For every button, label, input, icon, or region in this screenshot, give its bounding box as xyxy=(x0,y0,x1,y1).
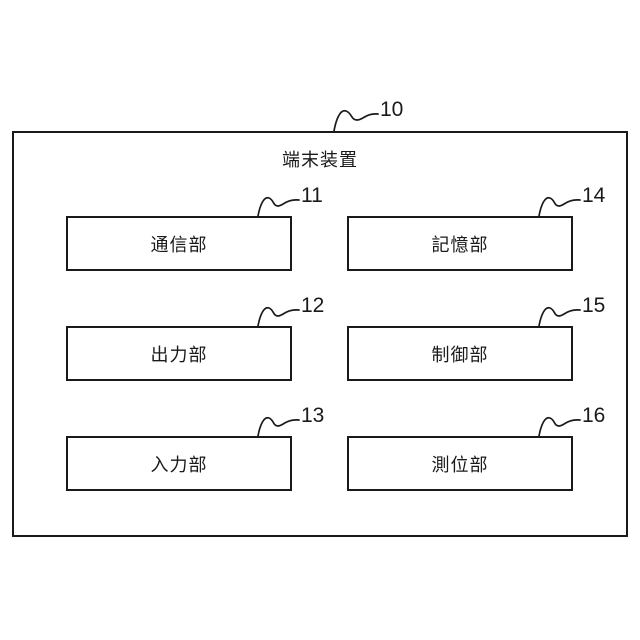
leader-squiggle-16 xyxy=(538,416,581,437)
block-label: 測位部 xyxy=(431,454,489,475)
leader-squiggle-15 xyxy=(538,306,581,327)
block-communication-unit: 通信部 xyxy=(66,216,292,271)
block-label: 記憶部 xyxy=(431,234,489,255)
block-control-unit: 制御部 xyxy=(347,326,573,381)
leader-squiggle-10 xyxy=(333,109,379,132)
leader-squiggle-14 xyxy=(538,196,581,217)
leader-squiggle-13 xyxy=(257,416,300,437)
leader-squiggle-12 xyxy=(257,306,300,327)
ref-numeral-device: 10 xyxy=(380,98,404,121)
block-positioning-unit: 測位部 xyxy=(347,436,573,491)
block-label: 出力部 xyxy=(150,344,208,365)
ref-numeral-communication-unit: 11 xyxy=(301,184,323,207)
ref-numeral-storage-unit: 14 xyxy=(582,184,606,207)
block-storage-unit: 記憶部 xyxy=(347,216,573,271)
ref-numeral-positioning-unit: 16 xyxy=(582,404,606,427)
ref-numeral-input-unit: 13 xyxy=(301,404,325,427)
block-output-unit: 出力部 xyxy=(66,326,292,381)
leader-squiggle-11 xyxy=(257,196,300,217)
block-label: 制御部 xyxy=(431,344,489,365)
ref-numeral-control-unit: 15 xyxy=(582,294,606,317)
ref-numeral-output-unit: 12 xyxy=(301,294,325,317)
terminal-device-title: 端末装置 xyxy=(282,150,358,170)
block-label: 通信部 xyxy=(150,234,208,255)
block-label: 入力部 xyxy=(150,454,208,475)
block-input-unit: 入力部 xyxy=(66,436,292,491)
